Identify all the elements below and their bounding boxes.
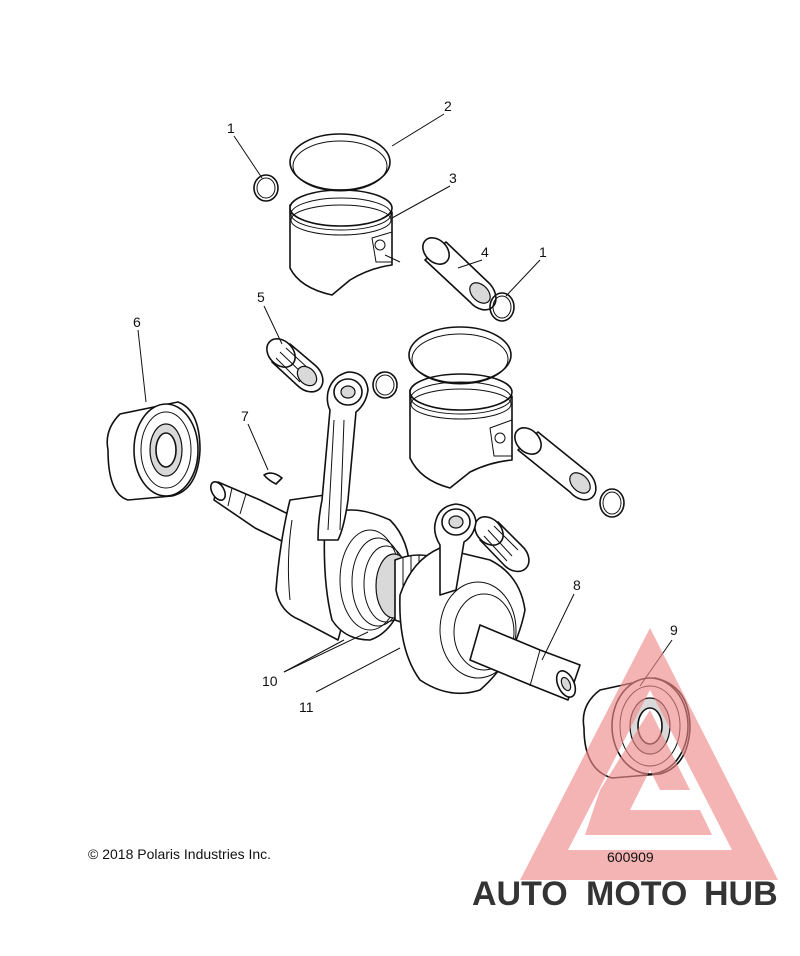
circlip-upper-left — [253, 174, 279, 202]
leader-lines — [137, 113, 673, 693]
needle-bearing-left — [266, 338, 324, 393]
callout-7: 7 — [241, 408, 249, 424]
callout-1a: 1 — [227, 120, 235, 136]
main-bearing-left — [106, 401, 201, 501]
callout-9: 9 — [670, 622, 678, 638]
callout-8: 8 — [573, 577, 581, 593]
piston-ring-lower — [408, 326, 512, 385]
copyright-text: © 2018 Polaris Industries Inc. — [88, 846, 271, 862]
callout-2: 2 — [444, 98, 452, 114]
piston-ring-upper — [289, 133, 391, 192]
piston-lower — [409, 373, 513, 489]
callout-4: 4 — [481, 244, 489, 260]
wrist-pin-lower — [514, 427, 597, 501]
watermark-word-auto: AUTO — [472, 875, 568, 913]
drawing-number: 600909 — [607, 849, 654, 865]
callout-3: 3 — [449, 170, 457, 186]
callout-labels: 1 2 3 4 1 5 6 7 8 9 10 11 — [133, 98, 678, 715]
circlip-upper-right — [489, 292, 515, 322]
callout-10: 10 — [262, 673, 278, 689]
crankshaft-assembly — [209, 371, 581, 701]
callout-6: 6 — [133, 314, 141, 330]
needle-bearing-right — [474, 516, 530, 573]
watermark-triangle — [520, 628, 778, 880]
piston-upper — [289, 189, 401, 296]
watermark-word-moto: MOTO — [586, 875, 687, 913]
watermark-logo: AUTO MOTO HUB — [472, 628, 778, 913]
circlip-lower-left — [372, 371, 398, 399]
callout-11: 11 — [299, 699, 314, 715]
callout-1b: 1 — [539, 244, 547, 260]
circlip-lower-right — [599, 488, 625, 518]
callout-5: 5 — [257, 289, 265, 305]
watermark-word-hub: HUB — [704, 875, 778, 913]
woodruff-key — [263, 472, 283, 485]
